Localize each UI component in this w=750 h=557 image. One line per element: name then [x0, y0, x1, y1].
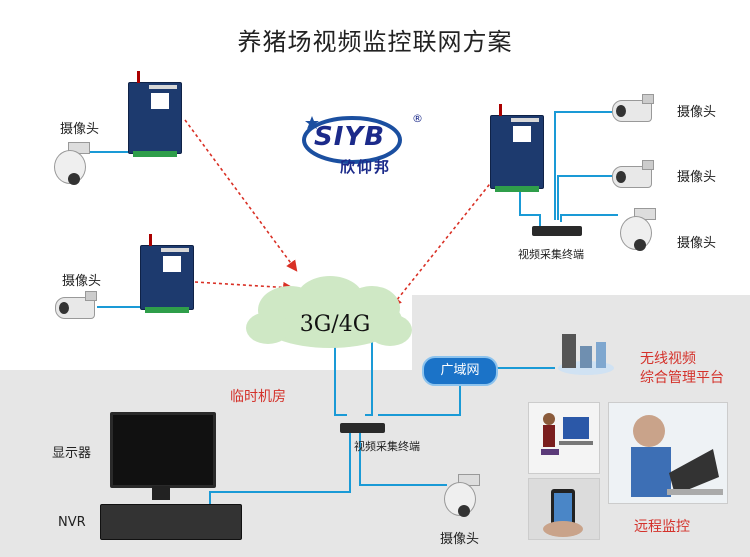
camera-label-1: 摄像头 — [60, 122, 100, 137]
router-3 — [490, 104, 544, 192]
collector-label-top: 视频采集终端 — [518, 248, 584, 261]
collector-label-bottom: 视频采集终端 — [354, 440, 420, 453]
wan-badge: 广域网 — [422, 356, 498, 386]
logo-registered: ® — [412, 112, 423, 125]
camera-label-3: 摄像头 — [677, 105, 717, 120]
remote-label: 远程监控 — [634, 519, 690, 535]
siyb-logo: SIYB ® 欣仰邦 — [300, 110, 430, 180]
camera-label-6: 摄像头 — [440, 532, 480, 547]
dashed-arrow-mid-left — [194, 281, 295, 294]
server-rack-icon — [556, 330, 616, 376]
monitor-stand — [152, 486, 170, 500]
photo-phone-hand — [528, 478, 600, 540]
router-1 — [128, 71, 182, 157]
router-2 — [140, 234, 194, 313]
dashed-arrow-right — [390, 179, 494, 308]
bullet-camera-3 — [612, 160, 654, 190]
cloud-label: 3G/4G — [299, 312, 371, 337]
photo-desk-user — [528, 402, 600, 474]
dashed-arrow-top-left — [184, 119, 298, 272]
network-cloud — [246, 276, 412, 348]
platform-label-line1: 无线视频 — [640, 351, 696, 367]
temp-room-label: 临时机房 — [230, 389, 286, 405]
monitor-display — [110, 412, 216, 488]
logo-text: 欣仰邦 — [340, 158, 392, 176]
nvr-label: NVR — [58, 515, 86, 530]
logo-mark: SIYB — [314, 122, 386, 152]
camera-label-4: 摄像头 — [677, 170, 717, 185]
bullet-camera-2 — [612, 94, 654, 124]
diagram-title: 养猪场视频监控联网方案 — [237, 28, 513, 56]
bullet-camera-1 — [55, 291, 97, 321]
monitor-label: 显示器 — [52, 446, 92, 461]
dome-camera-3 — [440, 474, 484, 520]
photo-laptop-user — [608, 402, 728, 504]
dome-camera-1 — [50, 142, 94, 188]
platform-label-line2: 综合管理平台 — [640, 370, 724, 386]
camera-label-5: 摄像头 — [677, 236, 717, 251]
camera-label-2: 摄像头 — [62, 274, 102, 289]
collector-switch-top — [532, 226, 582, 236]
nvr-device — [100, 504, 242, 540]
dome-camera-2 — [616, 208, 660, 254]
collector-switch-bottom — [340, 423, 385, 433]
